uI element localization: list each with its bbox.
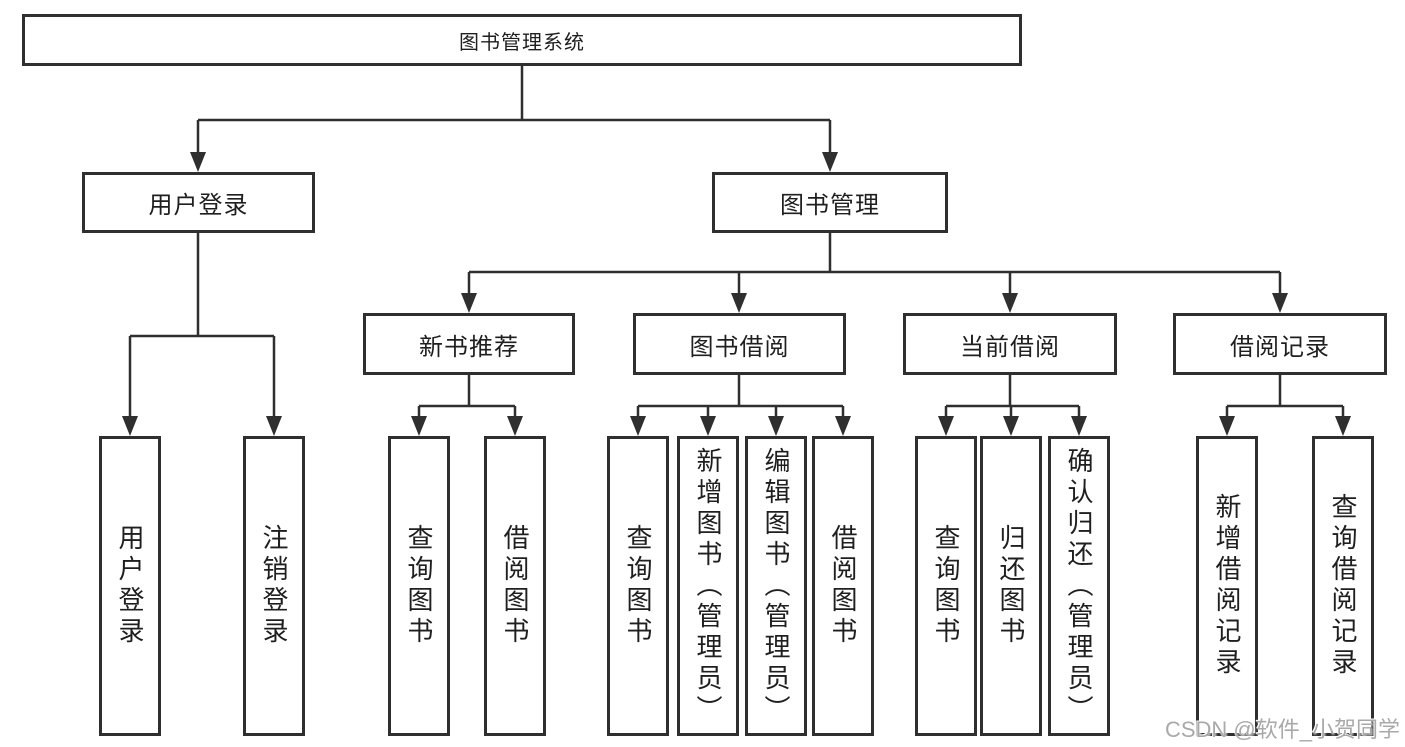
node-book-borrowing: 图书借阅 (633, 313, 846, 375)
arrow-down-icon (630, 416, 646, 436)
leaf-user-login-label: 用户登录 (115, 524, 145, 648)
leaf-user-login: 用户登录 (99, 436, 161, 736)
leaf-query-book-2: 查询图书 (607, 436, 669, 736)
leaf-borrow-book-2-label: 借阅图书 (828, 524, 858, 648)
node-current-borrowing: 当前借阅 (903, 313, 1117, 375)
arrow-down-icon (507, 416, 523, 436)
arrow-down-icon (1003, 416, 1019, 436)
node-root: 图书管理系统 (22, 14, 1022, 66)
connector-newbook-to-leaves (417, 375, 517, 420)
arrow-down-icon (411, 416, 427, 436)
arrow-down-icon (1071, 416, 1087, 436)
connector-current-to-leaves (944, 375, 1081, 420)
leaf-query-book-1-label: 查询图书 (404, 524, 434, 648)
node-root-label: 图书管理系统 (459, 31, 585, 54)
arrow-down-icon (1335, 416, 1351, 436)
node-borrowing-records: 借阅记录 (1173, 313, 1387, 375)
leaf-logout: 注销登录 (243, 436, 305, 736)
leaf-edit-book-admin-label: 编辑图书（管理员） (761, 446, 791, 726)
leaf-query-book-3-label: 查询图书 (931, 524, 961, 648)
connector-root-to-level2 (196, 66, 832, 156)
leaf-return-book: 归还图书 (980, 436, 1042, 736)
arrow-down-icon (190, 152, 206, 172)
leaf-query-book-3: 查询图书 (915, 436, 977, 736)
node-book-management-label: 图书管理 (780, 192, 880, 219)
leaf-confirm-return-admin: 确认归还（管理员） (1048, 436, 1110, 736)
arrow-down-icon (266, 416, 282, 436)
connector-userlogin-to-leaves (128, 233, 276, 420)
leaf-add-borrow-record-label: 新增借阅记录 (1212, 493, 1242, 679)
leaf-borrow-book-1-label: 借阅图书 (500, 524, 530, 648)
connector-borrow-to-leaves (636, 375, 845, 420)
leaf-return-book-label: 归还图书 (996, 524, 1026, 648)
csdn-watermark: CSDN @软件_小贺同学 (1164, 717, 1400, 742)
node-new-book-recommend-label: 新书推荐 (419, 333, 519, 361)
node-user-login-label: 用户登录 (148, 192, 249, 219)
leaf-query-borrow-record-label: 查询借阅记录 (1328, 493, 1358, 679)
connector-bookmgmt-to-level3 (467, 233, 1282, 297)
node-borrowing-records-label: 借阅记录 (1230, 333, 1330, 361)
leaf-add-book-admin: 新增图书（管理员） (677, 436, 739, 736)
leaf-confirm-return-admin-label: 确认归还（管理员） (1064, 446, 1094, 726)
node-book-management: 图书管理 (712, 172, 948, 233)
leaf-borrow-book-2: 借阅图书 (812, 436, 874, 736)
leaf-add-book-admin-label: 新增图书（管理员） (693, 446, 723, 726)
leaf-query-borrow-record: 查询借阅记录 (1312, 436, 1374, 736)
node-user-login: 用户登录 (82, 172, 315, 233)
arrow-down-icon (1272, 293, 1288, 313)
leaf-borrow-book-1: 借阅图书 (484, 436, 546, 736)
arrow-down-icon (731, 293, 747, 313)
arrow-down-icon (122, 416, 138, 436)
node-new-book-recommend: 新书推荐 (363, 313, 575, 375)
leaf-logout-label: 注销登录 (259, 524, 289, 648)
node-current-borrowing-label: 当前借阅 (960, 333, 1060, 361)
node-book-borrowing-label: 图书借阅 (689, 333, 790, 361)
arrow-down-icon (822, 152, 838, 172)
arrow-down-icon (700, 416, 716, 436)
arrow-down-icon (768, 416, 784, 436)
arrowhead-icons (122, 152, 1351, 436)
arrow-down-icon (938, 416, 954, 436)
leaf-edit-book-admin: 编辑图书（管理员） (745, 436, 807, 736)
connector-record-to-leaves (1225, 375, 1345, 420)
arrow-down-icon (1002, 293, 1018, 313)
leaf-query-book-2-label: 查询图书 (623, 524, 653, 648)
leaf-add-borrow-record: 新增借阅记录 (1196, 436, 1258, 736)
arrow-down-icon (835, 416, 851, 436)
arrow-down-icon (1219, 416, 1235, 436)
leaf-query-book-1: 查询图书 (388, 436, 450, 736)
arrow-down-icon (461, 293, 477, 313)
